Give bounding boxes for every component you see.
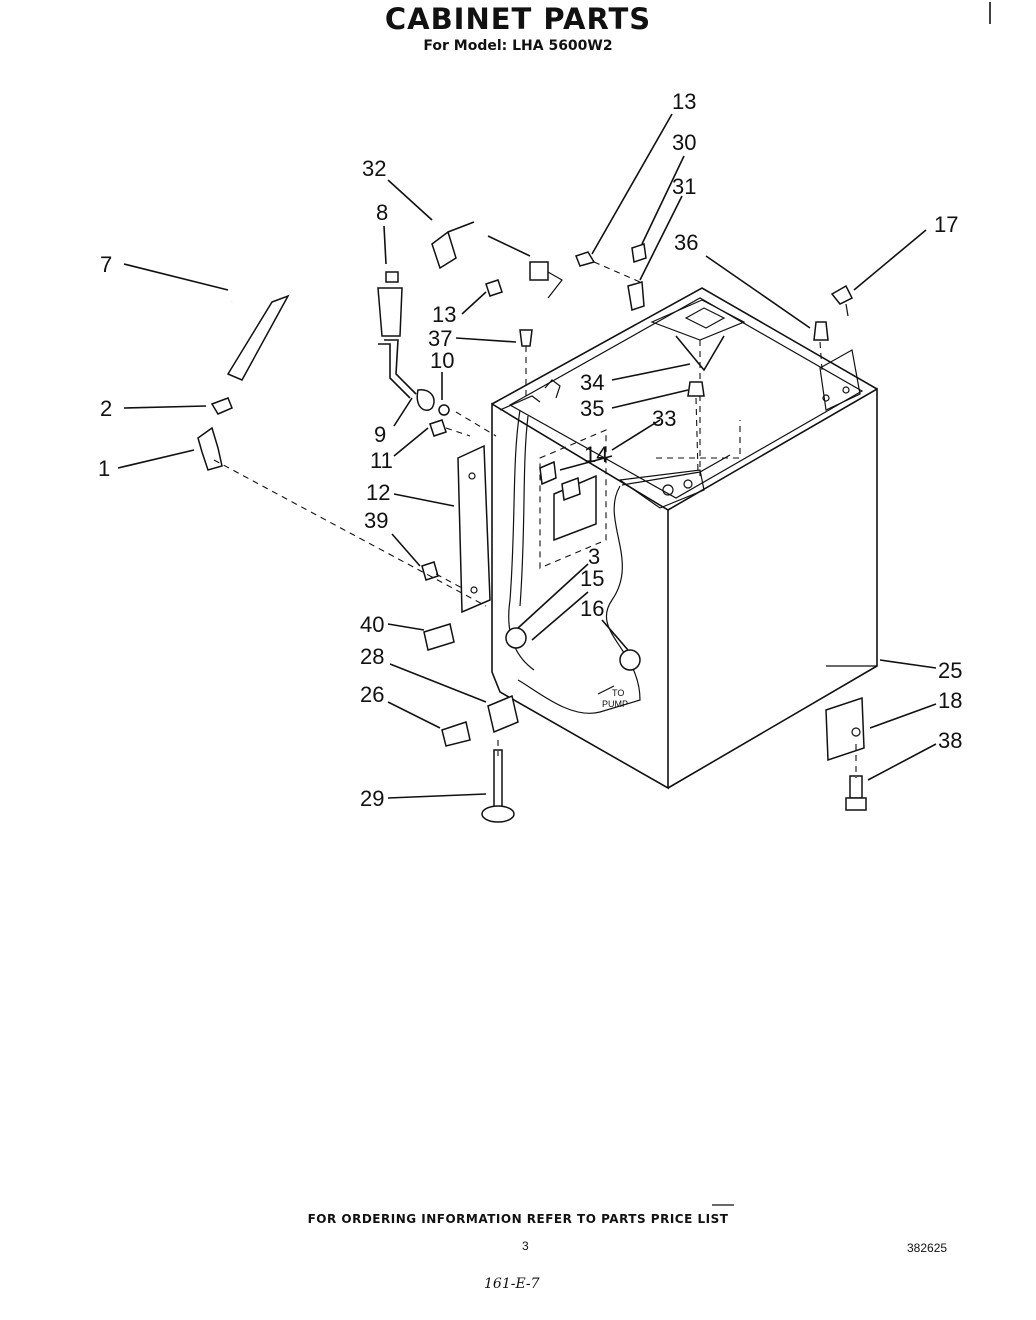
switch-part: [431, 221, 563, 299]
pump-note-line2: PUMP: [602, 699, 628, 709]
screw-part: [519, 329, 533, 347]
model-subtitle: For Model: LHA 5600W2: [423, 38, 613, 54]
page-number: 3: [522, 1239, 529, 1253]
screw-part: [421, 561, 439, 581]
callout-16: 16: [580, 596, 604, 621]
callout-7: 7: [100, 252, 112, 277]
bracket-part: [423, 623, 455, 651]
callout-29: 29: [360, 786, 384, 811]
bolt-part: [845, 775, 867, 811]
screw-part: [429, 419, 447, 437]
callout-9: 9: [374, 422, 386, 447]
leader-arrows: [117, 113, 937, 799]
callout-18: 18: [938, 688, 962, 713]
callout-15: 15: [580, 566, 604, 591]
callout-31: 31: [672, 174, 696, 199]
bracket-part: [825, 696, 865, 762]
callout-11: 11: [370, 448, 393, 473]
cutaway-outline: [517, 485, 641, 714]
ordering-note: FOR ORDERING INFORMATION REFER TO PARTS …: [307, 1212, 729, 1226]
callout-32: 32: [362, 156, 386, 181]
bracket-part: [487, 694, 519, 734]
assembly-line: [213, 459, 487, 607]
grommet-part: [687, 381, 705, 397]
water-valve-part: [539, 429, 607, 569]
callout-8: 8: [376, 200, 388, 225]
document-number: 382625: [907, 1241, 948, 1255]
clip-part: [441, 721, 471, 747]
callout-2: 2: [100, 396, 112, 421]
pump-note-line1: TO: [612, 688, 624, 698]
callout-35: 35: [580, 396, 604, 421]
callout-13: 13: [672, 89, 696, 114]
callout-1: 1: [98, 456, 110, 481]
inlet-hose-part: [377, 271, 450, 416]
callout-30: 30: [672, 130, 696, 155]
screw-part: [575, 251, 596, 267]
bolt-part: [813, 321, 829, 341]
leveling-leg-part: [481, 749, 515, 823]
drain-hose-part: [226, 228, 312, 381]
callout-38: 38: [938, 728, 962, 753]
pump-hose-part: [505, 627, 641, 671]
callout-33: 33: [652, 406, 676, 431]
callout-40: 40: [360, 612, 384, 637]
callout-39: 39: [364, 508, 388, 533]
callout-3: 3: [588, 544, 600, 569]
callout-34: 34: [580, 370, 604, 395]
callout-37: 37: [428, 326, 452, 351]
callout-12: 12: [366, 480, 390, 505]
hose-clamp-part: [210, 397, 233, 415]
access-panel-part: [457, 444, 491, 614]
callout-36: 36: [674, 230, 698, 255]
wiring-harness: [508, 409, 535, 671]
callout-17: 17: [934, 212, 958, 237]
screw-part: [485, 279, 503, 297]
callout-13b: 13: [432, 302, 456, 327]
spring-part: [675, 335, 725, 372]
callout-25: 25: [938, 658, 962, 683]
page-title: CABINET PARTS: [384, 2, 652, 36]
callout-10: 10: [430, 348, 454, 373]
cabinet-body: [491, 287, 878, 790]
callout-26: 26: [360, 682, 384, 707]
handwritten-note: 161-E-7: [484, 1276, 540, 1292]
bracket-part: [627, 281, 645, 311]
callout-28: 28: [360, 644, 384, 669]
callout-14: 14: [584, 442, 608, 467]
clip-part: [631, 243, 647, 263]
hose-elbow-part: [197, 426, 223, 471]
clip-part: [830, 284, 854, 305]
